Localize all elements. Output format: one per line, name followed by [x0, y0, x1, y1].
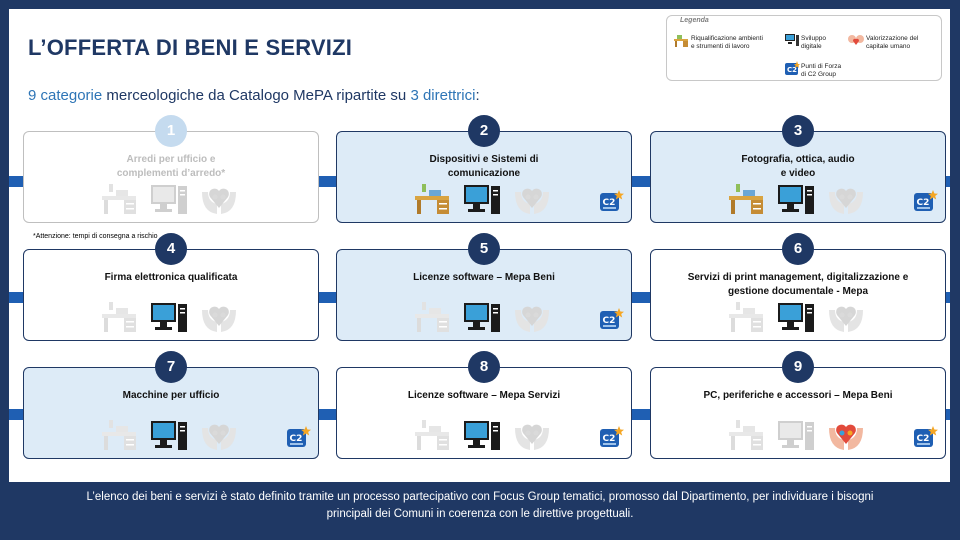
category-number-badge: 2 [468, 115, 500, 147]
svg-text:C2: C2 [917, 198, 930, 208]
people-heart-icon [200, 418, 238, 457]
people-heart-icon [200, 300, 238, 339]
svg-text:C2: C2 [603, 198, 616, 208]
category-number-badge: 5 [468, 233, 500, 265]
direction-icons [98, 182, 243, 216]
category-title: PC, periferiche e accessori – Mepa Beni [703, 390, 893, 401]
slide: L’OFFERTA DI BENI E SERVIZI 9 categorie … [9, 9, 950, 482]
delivery-note: *Attenzione: tempi di consegna a rischio [33, 233, 158, 240]
computer-icon [777, 418, 815, 457]
computer-icon [777, 182, 815, 221]
subtitle: 9 categorie merceologiche da Catalogo Me… [28, 87, 480, 104]
category-number-badge: 7 [155, 351, 187, 383]
category-number-badge: 8 [468, 351, 500, 383]
svg-text:C2: C2 [787, 66, 797, 74]
c2-group-icon: C2 [287, 426, 311, 453]
computer-icon [463, 418, 501, 457]
office-desk-icon [413, 300, 451, 339]
svg-text:C2: C2 [290, 434, 303, 444]
people-heart-icon [827, 300, 865, 339]
office-desk-icon [100, 418, 138, 457]
category-title: Licenze software – Mepa Servizi [407, 390, 561, 401]
svg-text:C2: C2 [917, 434, 930, 444]
direction-icons [411, 300, 556, 334]
subtitle-count: 9 categorie [28, 87, 103, 104]
computer-icon [785, 33, 799, 52]
category-number-badge: 1 [155, 115, 187, 147]
svg-text:C2: C2 [603, 316, 616, 326]
direction-icons [725, 418, 870, 452]
legend-title: Legenda [680, 17, 709, 24]
people-heart-icon [827, 418, 865, 457]
svg-text:C2: C2 [603, 434, 616, 444]
computer-icon [777, 300, 815, 339]
direction-icons [98, 418, 243, 452]
subtitle-end: : [475, 87, 480, 104]
category-number-badge: 4 [155, 233, 187, 265]
computer-icon [150, 418, 188, 457]
people-heart-icon [513, 300, 551, 339]
category-title: Firma elettronica qualificata [104, 272, 238, 283]
c2-group-icon: C2 [914, 426, 938, 453]
category-number-badge: 6 [782, 233, 814, 265]
category-title: Servizi di print management, digitalizza… [687, 272, 909, 297]
page-title: L’OFFERTA DI BENI E SERVIZI [28, 35, 353, 60]
people-heart-icon [848, 33, 864, 52]
category-number-badge: 3 [782, 115, 814, 147]
office-desk-icon [413, 182, 451, 221]
c2-group-icon: C2 [600, 190, 624, 217]
footer-text: L’elenco dei beni e servizi è stato defi… [86, 491, 874, 520]
category-title: Macchine per ufficio [122, 390, 220, 401]
c2-group-icon: C2 [785, 61, 800, 81]
direction-icons [411, 418, 556, 452]
computer-icon [463, 182, 501, 221]
people-heart-icon [513, 418, 551, 457]
people-heart-icon [827, 182, 865, 221]
office-desk-icon [100, 182, 138, 221]
people-heart-icon [200, 182, 238, 221]
category-number-badge: 9 [782, 351, 814, 383]
people-heart-icon [513, 182, 551, 221]
c2-group-icon: C2 [600, 426, 624, 453]
direction-icons [725, 182, 870, 216]
category-title: Licenze software – Mepa Beni [413, 272, 555, 283]
computer-icon [150, 300, 188, 339]
c2-group-icon: C2 [914, 190, 938, 217]
c2-group-icon: C2 [600, 308, 624, 335]
office-desk-icon [673, 33, 689, 52]
office-desk-icon [727, 300, 765, 339]
computer-icon [463, 300, 501, 339]
subtitle-text: merceologiche da Catalogo MePA ripartite… [102, 87, 411, 104]
office-desk-icon [413, 418, 451, 457]
subtitle-directions: 3 direttrici [410, 87, 476, 104]
office-desk-icon [100, 300, 138, 339]
direction-icons [98, 300, 243, 334]
computer-icon [150, 182, 188, 221]
office-desk-icon [727, 418, 765, 457]
direction-icons [411, 182, 556, 216]
direction-icons [725, 300, 870, 334]
office-desk-icon [727, 182, 765, 221]
